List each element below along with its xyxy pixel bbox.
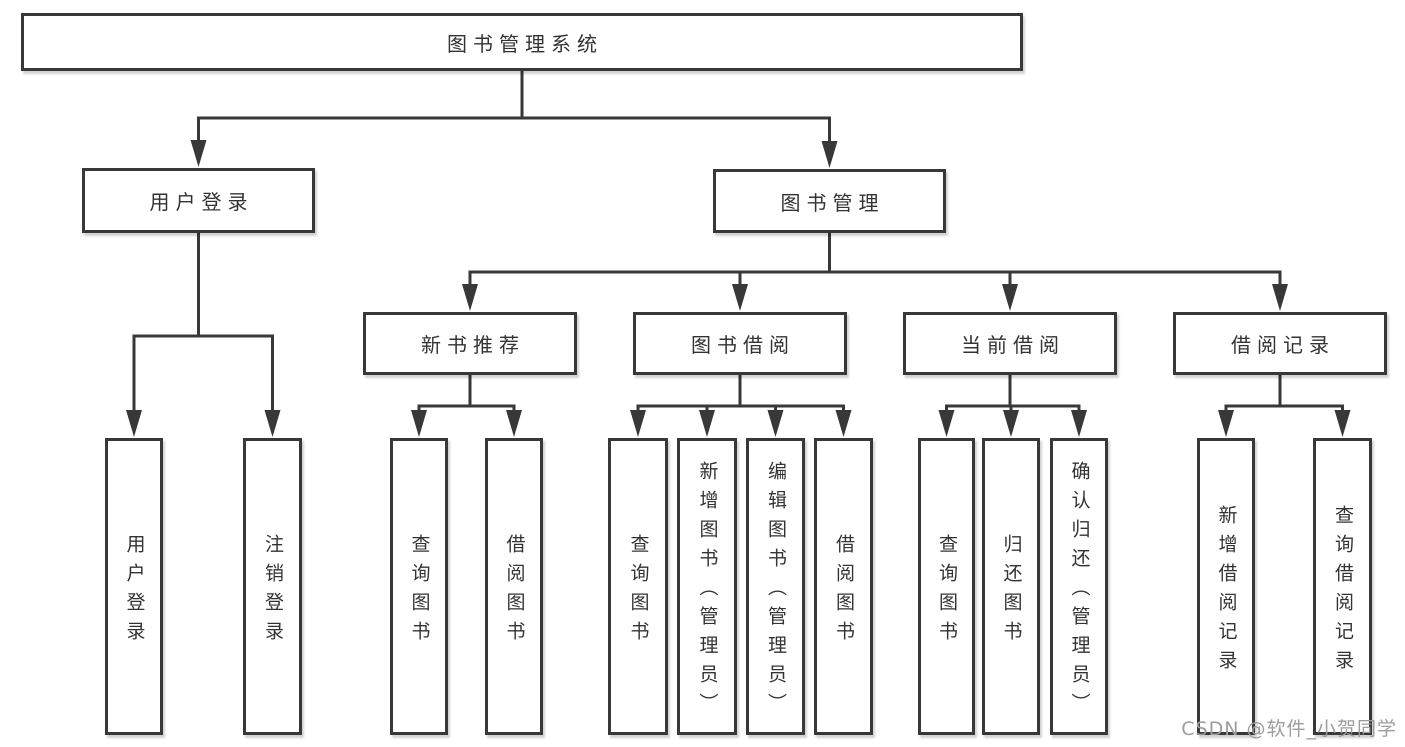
node-label: 图书借阅 [691, 333, 795, 357]
node-label: 确认归还（管理员） [1068, 461, 1091, 722]
node-label: 借阅图书 [503, 533, 526, 650]
arrowhead-icon [938, 410, 955, 437]
arrowhead-icon [732, 284, 748, 311]
arrowhead-icon [699, 410, 715, 437]
node-label: 查询图书 [627, 533, 650, 650]
node-borrow-records: 借阅记录 [1173, 312, 1387, 375]
node-user-login-action: 用户登录 [105, 438, 163, 735]
node-bb-add-books: 新增图书（管理员） [677, 438, 737, 735]
arrowhead-icon [462, 284, 478, 311]
node-bb-borrow-books: 借阅图书 [814, 438, 873, 735]
node-label: 新增借阅记录 [1215, 504, 1238, 679]
node-label: 图书管理 [780, 190, 885, 215]
arrowhead-icon [835, 410, 852, 437]
arrowhead-icon [1334, 410, 1351, 437]
arrowhead-icon [411, 410, 427, 437]
node-current-borrowing: 当前借阅 [903, 312, 1117, 375]
node-root: 图书管理系统 [21, 13, 1023, 71]
node-label: 新增图书（管理员） [696, 461, 719, 722]
node-bb-edit-books: 编辑图书（管理员） [746, 438, 805, 735]
watermark: CSDN @软件_小贺同学 [1181, 718, 1397, 740]
node-cb-return-books: 归还图书 [982, 438, 1040, 735]
node-label: 编辑图书（管理员） [765, 461, 787, 722]
arrowhead-icon [264, 410, 281, 437]
node-label: 用户登录 [123, 533, 146, 650]
node-nbr-borrow-books: 借阅图书 [485, 438, 543, 735]
arrowhead-icon [767, 410, 784, 437]
arrowhead-icon [1003, 410, 1019, 437]
arrowhead-icon [1071, 410, 1087, 437]
arrowhead-icon [630, 410, 646, 437]
node-label: 查询图书 [936, 533, 958, 650]
node-book-mgmt: 图书管理 [713, 169, 946, 233]
node-label: 查询图书 [408, 533, 431, 650]
node-label: 用户登录 [149, 190, 254, 214]
node-label: 图书管理系统 [447, 31, 603, 56]
node-user-login: 用户登录 [82, 168, 315, 233]
node-label: 查询借阅记录 [1332, 504, 1354, 679]
node-br-query-record: 查询借阅记录 [1313, 438, 1372, 735]
node-label: 当前借阅 [961, 333, 1065, 357]
node-book-borrowing: 图书借阅 [633, 312, 847, 375]
node-label: 新书推荐 [421, 333, 525, 357]
arrowhead-icon [1002, 284, 1018, 311]
node-label: 借阅图书 [833, 533, 855, 650]
arrowhead-icon [190, 140, 207, 167]
node-cb-query-books: 查询图书 [918, 438, 975, 735]
arrowhead-icon [126, 410, 142, 437]
node-bb-query-books: 查询图书 [608, 438, 668, 735]
node-br-add-record: 新增借阅记录 [1197, 438, 1255, 735]
node-label: 借阅记录 [1231, 333, 1335, 357]
node-cb-confirm-return: 确认归还（管理员） [1050, 438, 1108, 735]
node-nbr-query-books: 查询图书 [390, 438, 448, 735]
node-label: 归还图书 [1000, 533, 1023, 650]
arrowhead-icon [506, 410, 522, 437]
arrowhead-icon [1272, 284, 1288, 311]
node-new-book-rec: 新书推荐 [363, 312, 577, 375]
node-label: 注销登录 [262, 533, 284, 650]
node-logout-action: 注销登录 [243, 438, 302, 735]
arrowhead-icon [821, 141, 838, 168]
arrowhead-icon [1218, 410, 1234, 437]
